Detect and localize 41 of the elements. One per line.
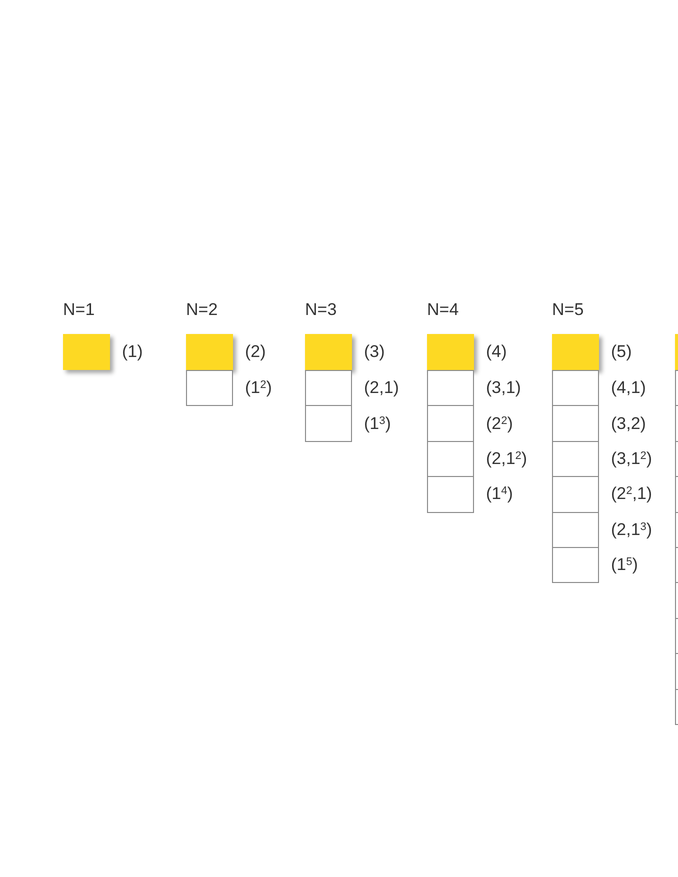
table-cell [427,405,474,442]
table-cell [552,547,599,584]
partition-label: (3,2) [611,414,646,434]
column-heading: N=5 [552,300,584,320]
column-heading: N=4 [427,300,459,320]
partition-label: (2,1$^{3}$) [611,520,652,540]
column-heading: N=2 [186,300,218,320]
partition-label: (1$^{2}$) [245,378,272,398]
partition-label: (1$^{4}$) [486,484,513,504]
table-cell [552,440,599,478]
partition-label: (1) [122,342,143,362]
partition-label: (3) [364,342,385,362]
partition-label: (2$^{2}$,1) [611,484,652,504]
table-cell [427,370,474,406]
partition-label: (5) [611,342,632,362]
partition-label: (3,1) [486,378,521,398]
table-cell [552,405,599,442]
highlighted-cell [427,334,474,370]
table-cell [427,440,474,478]
partition-label: (2,1) [364,378,399,398]
partition-label: (4,1) [611,378,646,398]
partition-label: (4) [486,342,507,362]
partition-label: (2$^{2}$) [486,414,513,434]
table-cell [305,405,352,442]
table-cell [552,512,599,548]
table-cell [186,370,233,406]
highlighted-cell [186,334,233,370]
column-heading: N=3 [305,300,337,320]
partition-label: (1$^{5}$) [611,555,638,576]
table-cell [305,370,352,406]
highlighted-cell [63,334,110,370]
partition-label: (3,1$^{2}$) [611,449,652,469]
table-cell [427,476,474,513]
table-cell [552,370,599,406]
column-heading: N=1 [63,300,95,320]
highlighted-cell [552,334,599,370]
partition-label: (2,1$^{2}$) [486,449,528,469]
partition-label: (1$^{3}$) [364,414,391,434]
table-cell [552,476,599,513]
partition-label: (2) [245,342,266,362]
highlighted-cell [305,334,352,370]
